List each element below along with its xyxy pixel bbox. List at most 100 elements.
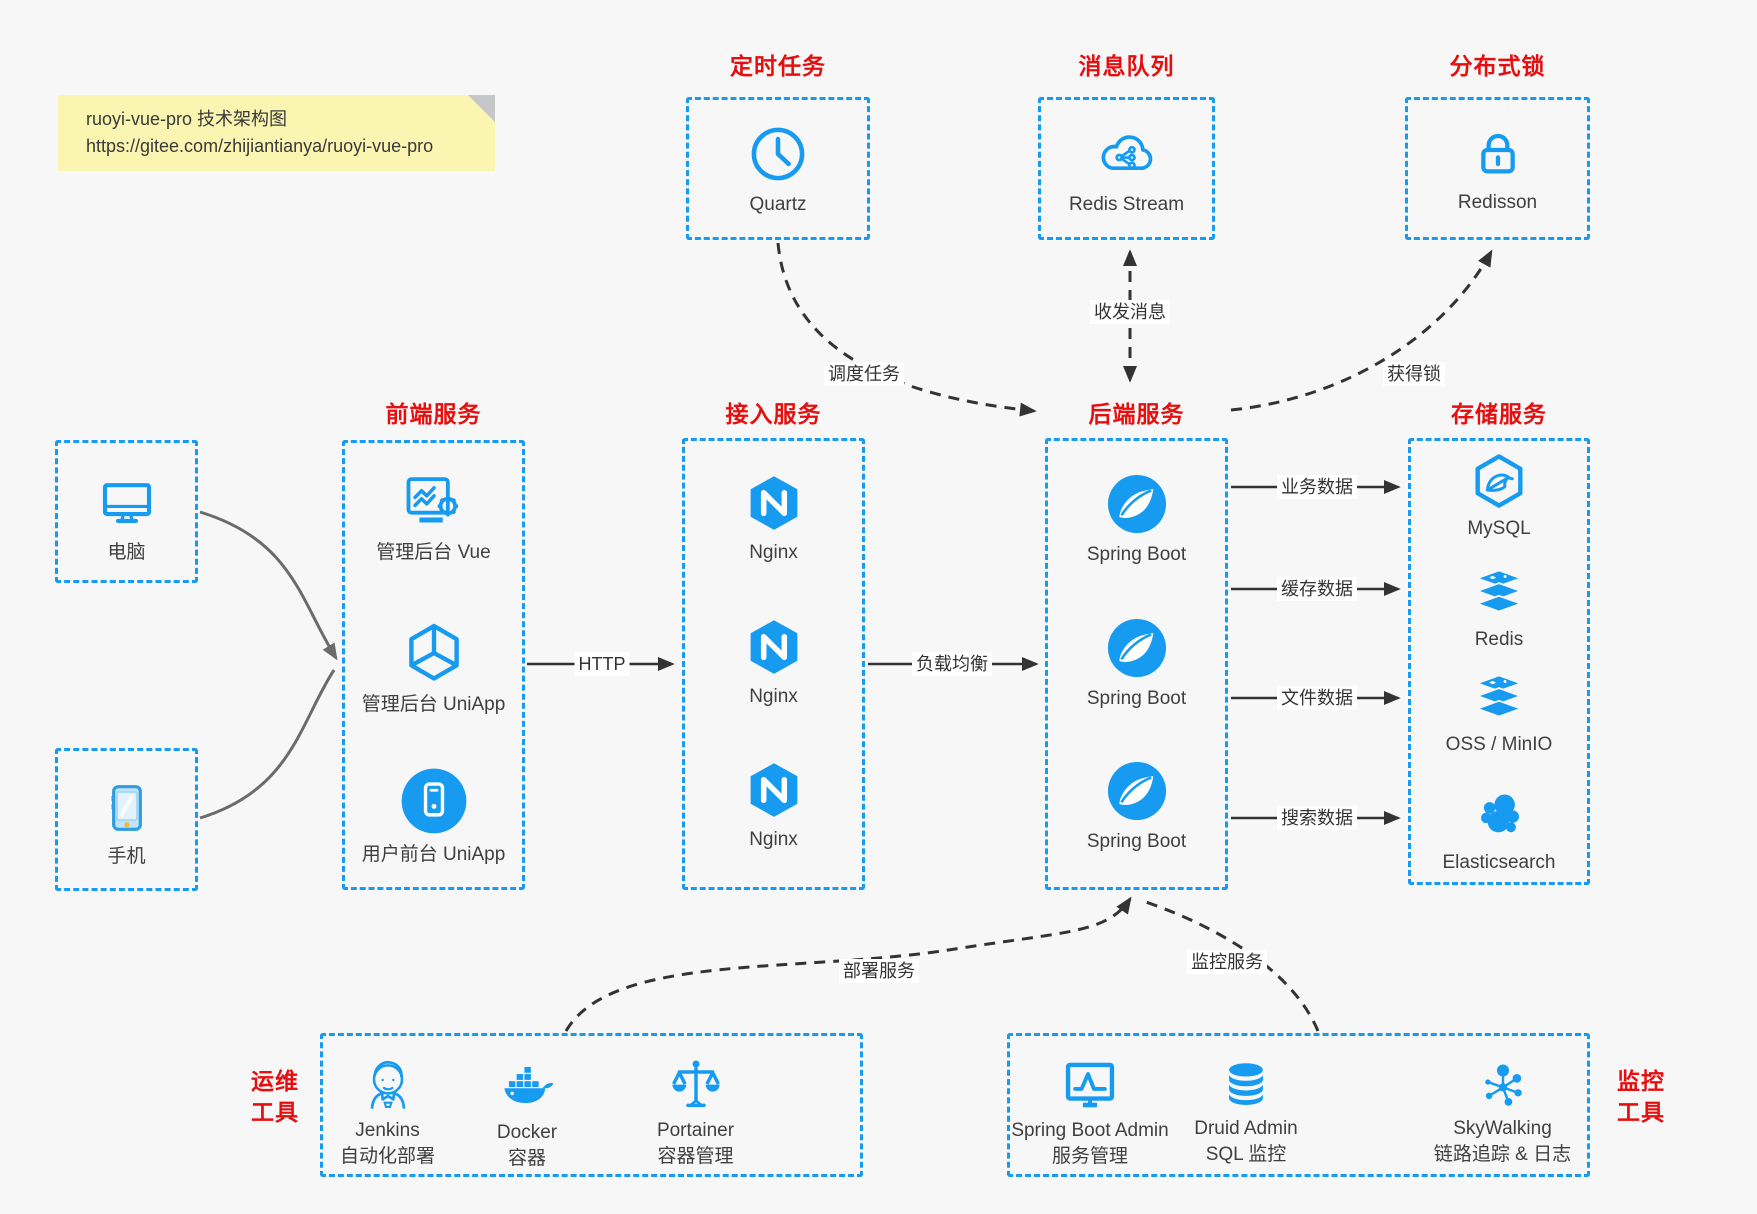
node-label: 管理后台 UniApp bbox=[361, 694, 506, 715]
title-frontend: 前端服务 bbox=[385, 401, 482, 427]
node-label: MySQL bbox=[1467, 518, 1531, 539]
redis-stack-icon bbox=[1470, 670, 1528, 728]
nginx-icon bbox=[741, 757, 807, 823]
node-springboot-3: Spring Boot bbox=[1045, 757, 1228, 855]
title-gateway: 接入服务 bbox=[725, 401, 822, 427]
box-frontend bbox=[342, 440, 525, 890]
edge-phone-to-frontend bbox=[199, 669, 336, 820]
title-distributed-lock: 分布式锁 bbox=[1449, 53, 1546, 79]
spring-boot-icon bbox=[1103, 470, 1171, 538]
node-druid-admin: Druid Admin SQL 监控 bbox=[1156, 1056, 1336, 1168]
node-springboot-2: Spring Boot bbox=[1045, 614, 1228, 712]
node-label: Elasticsearch bbox=[1442, 852, 1556, 873]
box-quartz bbox=[686, 97, 870, 240]
label-load-balance: 负载均衡 bbox=[912, 652, 992, 676]
node-phone: 手机 bbox=[55, 776, 198, 870]
tool-name: Jenkins bbox=[355, 1120, 420, 1141]
box-redisson bbox=[1405, 97, 1590, 240]
edge-pc-to-frontend bbox=[199, 510, 338, 661]
network-graph-icon bbox=[1474, 1056, 1532, 1114]
clock-icon bbox=[744, 120, 812, 188]
spring-boot-icon bbox=[1103, 614, 1171, 682]
title-ops-line2: 工具 bbox=[251, 1099, 299, 1125]
title-scheduled-tasks: 定时任务 bbox=[730, 53, 826, 79]
node-label: Spring Boot bbox=[1086, 688, 1187, 709]
node-docker: Docker 容器 bbox=[447, 1056, 607, 1172]
edge-acquire-lock bbox=[1230, 249, 1493, 412]
redis-stack-icon bbox=[1470, 565, 1528, 623]
tool-desc: SQL 监控 bbox=[1205, 1144, 1287, 1165]
box-gateway bbox=[682, 438, 865, 890]
database-icon bbox=[1217, 1056, 1275, 1114]
edge-schedule-task bbox=[776, 242, 1037, 417]
node-label: 电脑 bbox=[107, 542, 146, 563]
title-backend: 后端服务 bbox=[1088, 401, 1185, 427]
node-label: Redis Stream bbox=[1068, 194, 1185, 215]
node-label: Nginx bbox=[749, 686, 798, 707]
tool-desc: 服务管理 bbox=[1051, 1146, 1128, 1167]
sticky-note: ruoyi-vue-pro 技术架构图 https://gitee.com/zh… bbox=[58, 95, 495, 171]
box-storage bbox=[1408, 438, 1590, 885]
label-file-data: 文件数据 bbox=[1277, 686, 1357, 710]
node-redisson: Redisson bbox=[1405, 122, 1590, 216]
scales-icon bbox=[664, 1054, 728, 1118]
node-spring-boot-admin: Spring Boot Admin 服务管理 bbox=[995, 1054, 1185, 1170]
mysql-icon bbox=[1468, 450, 1530, 512]
desktop-icon bbox=[94, 470, 160, 536]
title-ops-line1: 运维 bbox=[251, 1068, 299, 1094]
label-send-receive-msg: 收发消息 bbox=[1090, 300, 1170, 324]
label-cache-data: 缓存数据 bbox=[1277, 577, 1357, 601]
title-monitor-line2: 工具 bbox=[1617, 1099, 1665, 1125]
node-label: Spring Boot bbox=[1086, 544, 1187, 565]
node-label: 用户前台 UniApp bbox=[361, 844, 506, 865]
tool-name: Druid Admin bbox=[1194, 1118, 1298, 1139]
box-pc bbox=[55, 440, 198, 583]
node-redis: Redis bbox=[1408, 565, 1590, 653]
note-title: ruoyi-vue-pro 技术架构图 bbox=[86, 109, 288, 129]
node-label: 手机 bbox=[107, 846, 146, 867]
node-nginx-1: Nginx bbox=[682, 470, 865, 566]
title-monitor-line1: 监控 bbox=[1617, 1068, 1665, 1094]
node-label: Nginx bbox=[749, 829, 798, 850]
jenkins-icon bbox=[356, 1054, 420, 1118]
node-admin-vue: 管理后台 Vue bbox=[342, 466, 525, 566]
mobile-app-icon bbox=[397, 764, 471, 838]
title-message-queue: 消息队列 bbox=[1078, 53, 1175, 79]
node-label: Quartz bbox=[749, 194, 807, 215]
node-quartz: Quartz bbox=[686, 120, 870, 218]
tool-name: Docker bbox=[496, 1122, 558, 1143]
label-business-data: 业务数据 bbox=[1277, 475, 1357, 499]
nginx-icon bbox=[741, 470, 807, 536]
box-monitor-tools bbox=[1007, 1033, 1590, 1177]
node-jenkins: Jenkins 自动化部署 bbox=[305, 1054, 470, 1170]
box-backend bbox=[1045, 438, 1228, 890]
node-label: Redis bbox=[1474, 629, 1524, 650]
cube-icon bbox=[399, 618, 469, 688]
node-label: 管理后台 Vue bbox=[376, 542, 491, 563]
title-storage: 存储服务 bbox=[1451, 401, 1547, 427]
tool-name: SkyWalking bbox=[1453, 1118, 1552, 1139]
label-deploy-service: 部署服务 bbox=[839, 959, 919, 983]
label-monitor-service: 监控服务 bbox=[1187, 950, 1267, 974]
tool-desc: 容器 bbox=[507, 1148, 546, 1169]
node-admin-uniapp: 管理后台 UniApp bbox=[342, 618, 525, 718]
node-redis-stream: Redis Stream bbox=[1038, 120, 1215, 218]
node-springboot-1: Spring Boot bbox=[1045, 470, 1228, 568]
nginx-icon bbox=[741, 614, 807, 680]
label-acquire-lock: 获得锁 bbox=[1383, 362, 1445, 386]
tool-desc: 容器管理 bbox=[657, 1146, 734, 1167]
node-elasticsearch: Elasticsearch bbox=[1408, 786, 1590, 876]
cloud-stream-icon bbox=[1092, 120, 1162, 188]
lock-icon bbox=[1466, 122, 1530, 186]
node-label: Redisson bbox=[1457, 192, 1538, 213]
node-skywalking: SkyWalking 链路追踪 & 日志 bbox=[1405, 1056, 1600, 1168]
admin-vue-icon bbox=[399, 466, 469, 536]
tool-desc: 链路追踪 & 日志 bbox=[1433, 1144, 1572, 1165]
node-nginx-3: Nginx bbox=[682, 757, 865, 853]
box-phone bbox=[55, 748, 198, 891]
edge-deploy-service bbox=[564, 896, 1132, 1032]
label-schedule-task: 调度任务 bbox=[824, 362, 904, 386]
node-label: Nginx bbox=[749, 542, 798, 563]
tool-name: Spring Boot Admin bbox=[1011, 1120, 1169, 1141]
